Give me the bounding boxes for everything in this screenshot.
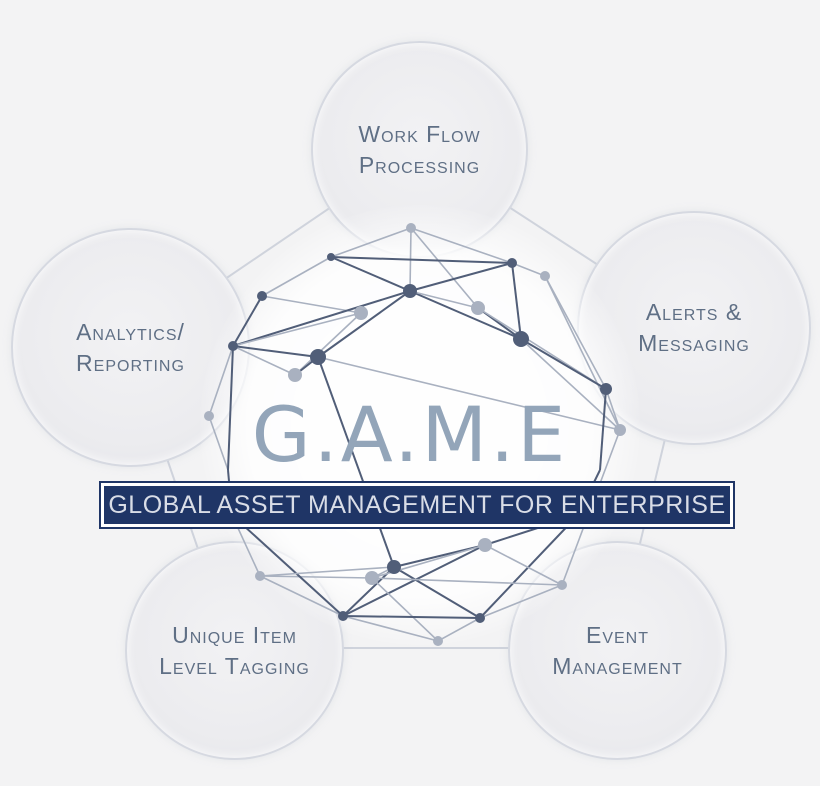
network-edge [511,262,546,277]
subtitle-banner: GLOBAL ASSET MANAGEMENT FOR ENTERPRISE [104,486,730,524]
network-edge [259,566,395,577]
game-title: G.A.M.E [251,390,569,479]
network-edge [484,544,563,586]
network-edge [479,584,563,619]
network-edge [208,415,229,471]
alerts-messaging-label: Alerts & Messaging [638,299,750,356]
network-edge [599,388,607,471]
network-edge [261,295,362,314]
network-edge [511,262,522,340]
network-node [387,560,401,574]
network-edge [544,275,607,390]
network-node [255,571,265,581]
network-node [471,301,485,315]
network-edge [259,575,344,617]
network-node [513,331,529,347]
network-edge [479,514,579,619]
network-node [557,580,567,590]
network-node [433,636,443,646]
subtitle-text: GLOBAL ASSET MANAGEMENT FOR ENTERPRISE [108,490,726,519]
network-edge [232,295,263,347]
network-edge [410,227,479,309]
network-node [365,571,379,585]
network-node [507,258,517,268]
network-edge [317,356,395,568]
network-edge [208,345,234,417]
network-edge [371,577,439,642]
network-edge [317,290,411,358]
network-node [406,223,416,233]
network-edge [544,275,621,431]
network-edge [232,345,319,358]
network-edge [342,544,486,617]
event-management-label: Event Management [552,621,683,679]
network-edge [232,312,362,347]
network-edge [410,227,513,264]
network-edge [409,290,522,340]
network-edge [294,312,362,376]
network-edge [342,615,481,619]
network-node [288,368,302,382]
network-edge [409,290,479,309]
network-node [354,306,368,320]
network-edge [261,256,332,297]
network-node [310,349,326,365]
network-node [338,611,348,621]
network-node [478,538,492,552]
network-edge [520,338,607,390]
network-edge [232,345,296,376]
unique-item-tagging-label: Unique Item Level Tagging [159,621,310,679]
network-edge [330,227,412,258]
network-edge [409,262,513,292]
network-node [614,424,626,436]
network-node [540,271,550,281]
network-edge [232,290,411,347]
network-node [600,383,612,395]
network-edge [227,345,234,471]
network-node [327,253,335,261]
network-edge [330,256,411,292]
network-node [403,284,417,298]
analytics-reporting-label: Analytics/ Reporting [76,318,185,376]
network-edge [371,577,563,586]
network-edge [317,356,621,431]
network-edge [437,617,481,642]
network-node [228,341,238,351]
network-edge [231,514,344,617]
work-flow-processing-label: Work Flow Processing [358,120,481,178]
network-node [257,291,267,301]
network-node [204,411,214,421]
network-edge [342,615,439,642]
network-edge [342,566,395,617]
network-edge [330,256,513,264]
network-edge [605,388,621,431]
network-node [475,613,485,623]
network-edge [393,566,481,619]
network-edge [259,575,373,579]
